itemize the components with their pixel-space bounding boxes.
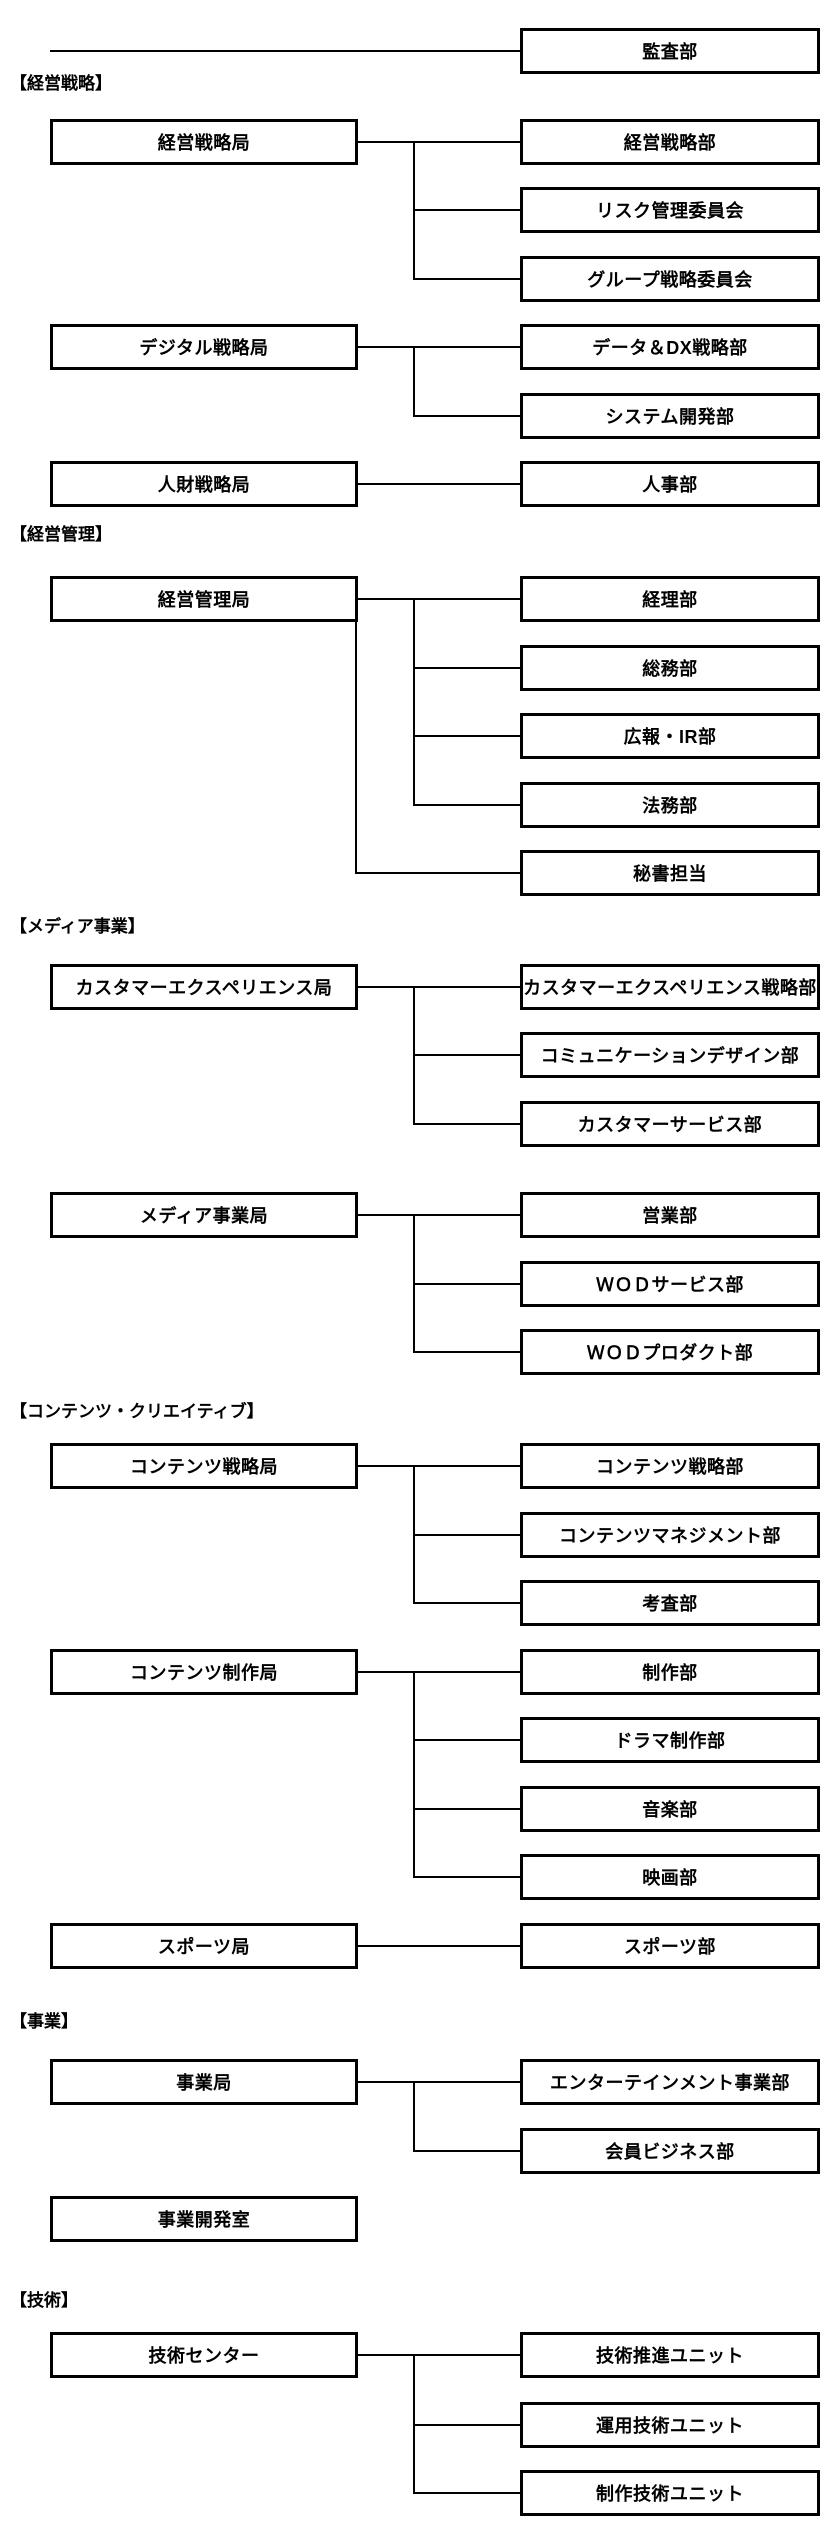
- bureau-box: スポーツ局: [50, 1923, 358, 1969]
- connector-line: [358, 1465, 520, 1467]
- connector-line: [358, 483, 520, 485]
- dept-box: コンテンツマネジメント部: [520, 1512, 820, 1558]
- connector-line: [413, 598, 415, 806]
- dept-box: 経営戦略部: [520, 119, 820, 165]
- connector-line: [358, 1671, 520, 1673]
- connector-line: [358, 2354, 520, 2356]
- section-header: 【メディア事業】: [10, 917, 145, 936]
- bureau-box: コンテンツ制作局: [50, 1649, 358, 1695]
- dept-box: カスタマーサービス部: [520, 1101, 820, 1147]
- dept-box: 技術推進ユニット: [520, 2332, 820, 2378]
- section-header: 【コンテンツ・クリエイティブ】: [10, 1402, 264, 1421]
- bureau-box: 経営管理局: [50, 576, 358, 622]
- dept-box: システム開発部: [520, 393, 820, 439]
- dept-box: スポーツ部: [520, 1923, 820, 1969]
- bureau-box: 経営戦略局: [50, 119, 358, 165]
- dept-box: ＷＯＤプロダクト部: [520, 1329, 820, 1375]
- dept-box: コンテンツ戦略部: [520, 1443, 820, 1489]
- connector-line: [50, 50, 520, 52]
- connector-line: [358, 141, 520, 143]
- bureau-box: 事業開発室: [50, 2196, 358, 2242]
- dept-box: 制作技術ユニット: [520, 2470, 820, 2516]
- dept-box: コミュニケーションデザイン部: [520, 1032, 820, 1078]
- bureau-box: 人財戦略局: [50, 461, 358, 507]
- dept-box: 法務部: [520, 782, 820, 828]
- bureau-box: デジタル戦略局: [50, 324, 358, 370]
- section-header: 【経営管理】: [10, 525, 112, 544]
- connector-line: [358, 986, 520, 988]
- dept-box: 運用技術ユニット: [520, 2402, 820, 2448]
- dept-box: 広報・IR部: [520, 713, 820, 759]
- dept-box: 人事部: [520, 461, 820, 507]
- connector-line: [414, 278, 520, 280]
- dept-box: 営業部: [520, 1192, 820, 1238]
- section-header: 【事業】: [10, 2012, 78, 2031]
- section-header: 【経営戦略】: [10, 74, 112, 93]
- dept-box: 総務部: [520, 645, 820, 691]
- dept-box: 監査部: [520, 28, 820, 74]
- bureau-box: カスタマーエクスペリエンス局: [50, 964, 358, 1010]
- connector-line: [414, 1876, 520, 1878]
- connector-line: [414, 2150, 520, 2152]
- connector-line: [414, 209, 520, 211]
- connector-line: [414, 1739, 520, 1741]
- dept-box: 会員ビジネス部: [520, 2128, 820, 2174]
- connector-line: [414, 1808, 520, 1810]
- bureau-box: 技術センター: [50, 2332, 358, 2378]
- connector-line: [414, 1351, 520, 1353]
- connector-line: [414, 1123, 520, 1125]
- bureau-box: 事業局: [50, 2059, 358, 2105]
- dept-box: カスタマーエクスペリエンス戦略部: [520, 964, 820, 1010]
- dept-box: リスク管理委員会: [520, 187, 820, 233]
- dept-box: 音楽部: [520, 1786, 820, 1832]
- connector-line: [414, 2492, 520, 2494]
- connector-line: [414, 2424, 520, 2426]
- dept-box: エンターテインメント事業部: [520, 2059, 820, 2105]
- connector-line: [414, 804, 520, 806]
- dept-box: 秘書担当: [520, 850, 820, 896]
- dept-box: 映画部: [520, 1854, 820, 1900]
- connector-line: [356, 872, 520, 874]
- connector-line: [358, 1945, 520, 1947]
- connector-line: [413, 346, 415, 417]
- connector-line: [358, 598, 520, 600]
- connector-line: [355, 598, 357, 874]
- bureau-box: メディア事業局: [50, 1192, 358, 1238]
- dept-box: 考査部: [520, 1580, 820, 1626]
- connector-line: [358, 1214, 520, 1216]
- section-header: 【技術】: [10, 2291, 78, 2310]
- bureau-box: コンテンツ戦略局: [50, 1443, 358, 1489]
- dept-box: 制作部: [520, 1649, 820, 1695]
- dept-box: 経理部: [520, 576, 820, 622]
- connector-line: [414, 1283, 520, 1285]
- connector-line: [414, 667, 520, 669]
- dept-box: データ＆DX戦略部: [520, 324, 820, 370]
- connector-line: [414, 415, 520, 417]
- dept-box: ＷＯＤサービス部: [520, 1261, 820, 1307]
- connector-line: [413, 2081, 415, 2152]
- dept-box: ドラマ制作部: [520, 1717, 820, 1763]
- connector-line: [414, 1054, 520, 1056]
- connector-line: [414, 735, 520, 737]
- connector-line: [414, 1602, 520, 1604]
- connector-line: [358, 2081, 520, 2083]
- connector-line: [414, 1534, 520, 1536]
- dept-box: グループ戦略委員会: [520, 256, 820, 302]
- connector-line: [358, 346, 520, 348]
- connector-line: [413, 1671, 415, 1878]
